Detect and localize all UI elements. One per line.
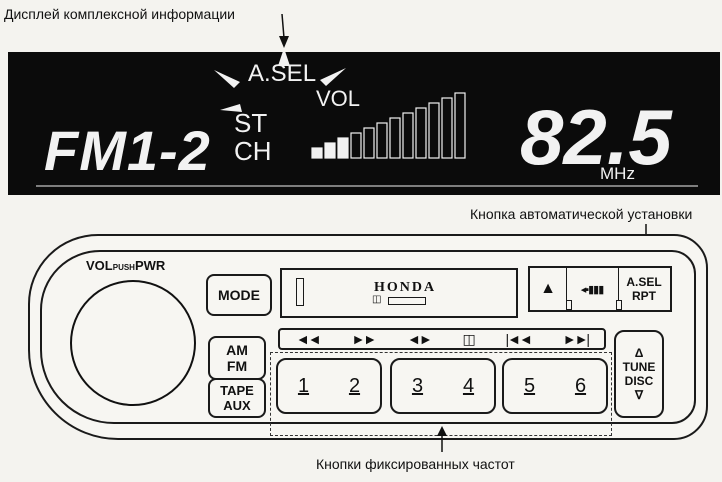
dolby-icon: ◫ — [372, 294, 382, 305]
frequency-unit: MHz — [600, 164, 635, 183]
volume-bar-10 — [428, 102, 440, 159]
lcd-graphics — [36, 52, 698, 187]
panel-tab-right — [616, 300, 622, 310]
volume-bar-3 — [337, 137, 349, 159]
asel-highlight-burst — [214, 52, 346, 112]
tune-down-icon: ∇ — [634, 388, 644, 402]
preset-6-label: 6 — [574, 374, 587, 397]
brand-logo: HONDA — [373, 280, 437, 295]
volume-power-knob[interactable] — [70, 280, 196, 406]
tape-aux-button[interactable]: TAPE AUX — [208, 378, 266, 418]
preset-button-3-4[interactable]: 3 4 — [390, 358, 496, 414]
rewind-icon[interactable]: ◄◄ — [295, 331, 322, 347]
display-callout-arrow — [279, 13, 289, 48]
scan-button[interactable]: ◂▪▮▮▮ — [566, 268, 619, 310]
channel-indicator: CH — [234, 136, 272, 166]
preset-5-label: 5 — [523, 374, 536, 397]
aux-label: AUX — [223, 398, 251, 413]
volume-bar-9 — [415, 107, 427, 159]
preset-3-label: 3 — [411, 374, 424, 397]
lcd-display — [8, 52, 720, 195]
pwr-label-text: PWR — [134, 258, 166, 273]
volume-bar-11 — [441, 97, 453, 159]
fast-forward-icon[interactable]: ►► — [351, 331, 377, 347]
presets-callout-arrow — [437, 426, 447, 452]
preset-1-label: 1 — [297, 374, 310, 397]
tune-disc-button[interactable]: Δ TUNE DISC ∇ — [614, 330, 664, 418]
eject-button[interactable]: ▲ — [530, 268, 567, 310]
side-change-icon[interactable]: ◄► — [406, 331, 433, 347]
fm-label: FM — [226, 358, 248, 374]
am-label: AM — [226, 342, 248, 358]
volume-bar-1 — [311, 147, 323, 159]
asel-indicator: A.SEL — [248, 60, 317, 87]
tune-up-icon: Δ — [634, 346, 644, 360]
push-label-text: PUSH — [112, 263, 135, 272]
volume-bar-2 — [324, 142, 336, 159]
volume-bar-8 — [402, 112, 414, 159]
preset-button-5-6[interactable]: 5 6 — [502, 358, 608, 414]
am-fm-button[interactable]: AM FM — [208, 336, 266, 380]
previous-track-icon[interactable]: |◄◄ — [505, 331, 533, 347]
asel-rpt-button[interactable]: A.SEL RPT — [618, 268, 670, 310]
eject-icon: ▲ — [540, 280, 556, 297]
vol-label-text: VOL — [86, 258, 113, 273]
volume-indicator-label: VOL — [316, 86, 361, 111]
tune-label: TUNE — [622, 360, 656, 374]
scan-icon: ◂▪▮▮▮ — [580, 283, 605, 296]
preset-4-label: 4 — [462, 374, 475, 397]
panel-tab-left — [566, 300, 572, 310]
volume-bar-4 — [350, 132, 362, 159]
frequency-readout: 82.5 — [520, 93, 672, 181]
display-callout-label: Дисплей комплексной информации — [4, 6, 235, 22]
volume-bar-12 — [454, 92, 466, 159]
presets-callout-label: Кнопки фиксированных частот — [316, 456, 515, 472]
band-indicator: FM1-2 — [44, 119, 211, 182]
radio-faceplate-inner — [40, 250, 696, 424]
preset-2-label: 2 — [348, 374, 361, 397]
rpt-button-label: RPT — [632, 289, 656, 303]
next-track-icon[interactable]: ►►| — [562, 331, 590, 347]
asel-button-label: A.SEL — [626, 275, 662, 289]
auto-select-callout-label: Кнопка автоматической установки — [470, 206, 693, 222]
cassette-door — [280, 268, 518, 318]
disc-label: DISC — [624, 374, 654, 388]
mode-button[interactable]: MODE — [206, 274, 272, 316]
tape-label: TAPE — [220, 383, 254, 398]
stereo-indicator: ST — [234, 108, 268, 138]
volume-knob-label: VOLPUSHPWR — [86, 258, 165, 273]
volume-bar-meter — [311, 92, 466, 159]
dolby-indicator-bar — [388, 297, 426, 305]
dolby-nr-icon[interactable]: ◫ — [462, 330, 476, 347]
cassette-indicator-slot — [296, 278, 304, 306]
volume-bar-6 — [376, 122, 388, 159]
transport-controls: ◄◄ ►► ◄► ◫ |◄◄ ►►| — [278, 328, 606, 350]
right-control-panel — [528, 266, 672, 312]
volume-bar-7 — [389, 117, 401, 159]
preset-button-1-2[interactable]: 1 2 — [276, 358, 382, 414]
volume-bar-5 — [363, 127, 375, 159]
